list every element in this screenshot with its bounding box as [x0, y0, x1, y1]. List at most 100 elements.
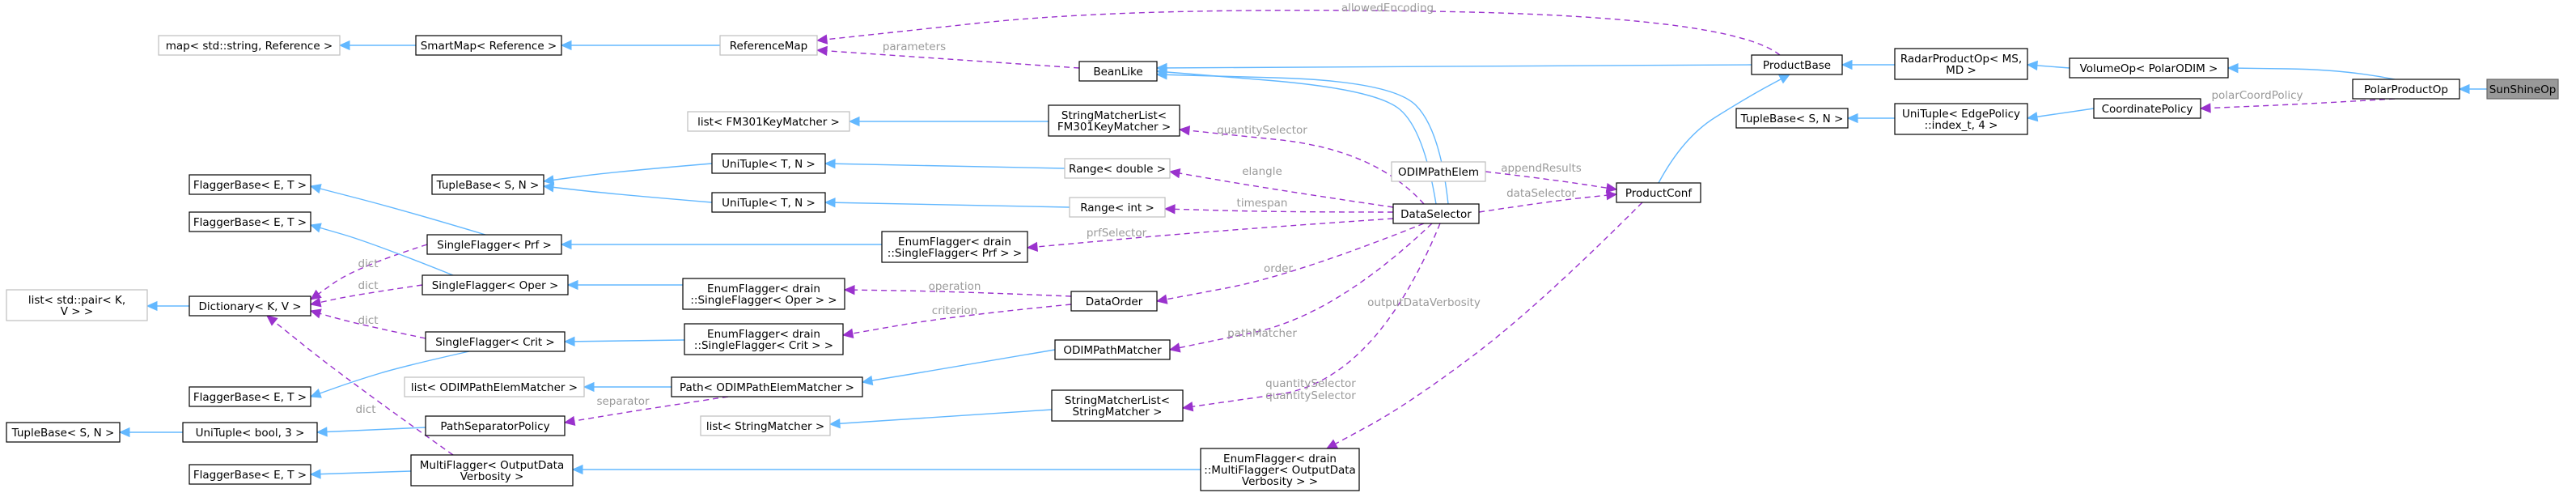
usage-edge-dataselector-to-rangeint: timespan [1163, 197, 1394, 215]
class-node-unituple-t-n[interactable]: UniTuple< T, N > [711, 153, 826, 174]
node-label: FlaggerBase< E, T > [193, 179, 307, 192]
edge-label-timespan: timespan [1237, 197, 1288, 210]
class-node-tuplebase-s-n[interactable]: TupleBase< S, N > [6, 422, 121, 443]
node-label: ::SingleFlagger< Crit > > [694, 339, 833, 352]
edge-label-separator: separator [596, 395, 650, 408]
usage-edge-dataselector-to-productconf: dataSelector [1478, 187, 1618, 213]
edge-arrowhead [338, 40, 350, 51]
class-node-polarproductop[interactable]: PolarProductOp [2352, 79, 2460, 100]
class-node-dictionary-k-v[interactable]: Dictionary< K, V > [189, 295, 311, 317]
edge-arrowhead [1846, 113, 1858, 124]
node-label: PolarProductOp [2364, 83, 2448, 96]
node-label: DataOrder [1086, 295, 1143, 308]
class-node-tuplebase-s-n[interactable]: TupleBase< S, N > [431, 174, 544, 195]
edge-line [1156, 64, 1752, 69]
node-label: ::index_t, 4 > [1925, 119, 1998, 132]
edge-arrowhead [309, 388, 322, 398]
node-label: V > > [61, 305, 93, 318]
inheritance-edge-unitupletn2-to-tuplebasesn-m [542, 182, 713, 203]
class-node-unituple-t-n[interactable]: UniTuple< T, N > [711, 192, 826, 213]
inheritance-edge-dataselector-to-beanlike [1155, 70, 1449, 205]
class-node-unituple-edgepolicy-index-t-4[interactable]: UniTuple< EdgePolicy::index_t, 4 > [1894, 103, 2028, 135]
node-label: ODIMPathElem [1398, 166, 1479, 179]
inheritance-edge-pathseppolicy-to-unituplebool [316, 427, 426, 437]
node-box [415, 35, 562, 56]
node-label: FlaggerBase< E, T > [193, 216, 307, 229]
edge-line [543, 185, 713, 203]
edge-line [310, 224, 454, 276]
edge-label-quantityselector: quantitySelector [1217, 124, 1307, 137]
class-node-volumeop-polarodim[interactable]: VolumeOp< PolarODIM > [2069, 57, 2229, 79]
node-box [700, 415, 831, 436]
class-node-list-stringmatcher: list< StringMatcher > [700, 415, 831, 436]
class-node-unituple-bool-3[interactable]: UniTuple< bool, 3 > [182, 422, 318, 443]
edge-label-quantityselector: quantitySelector [1265, 389, 1356, 402]
class-node-enumflagger-drain-singleflagger-crit[interactable]: EnumFlagger< drain::SingleFlagger< Crit … [684, 323, 844, 355]
node-box [404, 376, 585, 397]
inheritance-edge-sfprf-to-fbet1 [309, 184, 486, 236]
edge-label-allowedencoding: allowedEncoding [1341, 2, 1434, 15]
class-node-stringmatcherlist-stringmatcher[interactable]: StringMatcherList<StringMatcher > [1051, 389, 1184, 422]
class-node-singleflagger-oper[interactable]: SingleFlagger< Oper > [422, 274, 569, 295]
edge-arrowhead [816, 34, 828, 45]
edge-line [310, 470, 412, 475]
class-node-dataselector[interactable]: DataSelector [1392, 203, 1480, 224]
class-node-coordinatepolicy[interactable]: CoordinatePolicy [2093, 98, 2201, 119]
node-label: list< std::pair< K, [28, 294, 125, 307]
node-box [1616, 182, 1701, 203]
class-node-singleflagger-crit[interactable]: SingleFlagger< Crit > [425, 331, 566, 352]
class-node-pathseparatorpolicy[interactable]: PathSeparatorPolicy [425, 415, 566, 436]
class-node-enumflagger-drain-singleflagger-prf[interactable]: EnumFlagger< drain::SingleFlagger< Prf >… [881, 231, 1028, 263]
class-node-flaggerbase-e-t[interactable]: FlaggerBase< E, T > [189, 386, 311, 407]
node-box [2486, 79, 2559, 100]
class-node-flaggerbase-e-t[interactable]: FlaggerBase< E, T > [189, 174, 311, 195]
node-label: SingleFlagger< Prf > [437, 239, 552, 252]
class-node-path-odimpathelemmatcher[interactable]: Path< ODIMPathElemMatcher > [671, 376, 863, 397]
usage-edge-odimpathelem-to-productconf: appendResults [1485, 162, 1618, 193]
inheritance-edge-productbase-to-beanlike [1155, 62, 1752, 74]
class-node-beanlike[interactable]: BeanLike [1078, 61, 1158, 82]
node-box [719, 35, 818, 56]
node-label: UniTuple< T, N > [722, 158, 816, 171]
edge-line [310, 351, 470, 397]
inheritance-edge-odimpathmatcher-to-pathodimpem [861, 349, 1056, 386]
edge-line [1169, 171, 1394, 208]
class-node-smartmap-reference[interactable]: SmartMap< Reference > [415, 35, 562, 56]
class-node-tuplebase-s-n[interactable]: TupleBase< S, N > [1735, 108, 1849, 129]
node-box [1069, 197, 1166, 218]
usage-edge-pathodimpem-to-pathseppolicy: separator [563, 395, 729, 427]
node-box [182, 422, 318, 443]
node-label: TupleBase< S, N > [436, 179, 540, 192]
node-label: EnumFlagger< drain [707, 283, 820, 295]
node-box [1894, 48, 2028, 80]
class-node-enumflagger-drain-multiflagger-outputdata-verbosity[interactable]: EnumFlagger< drain::MultiFlagger< Output… [1200, 448, 1360, 491]
inheritance-edge-productconf-to-productbase [1658, 74, 1791, 184]
class-node-radarproductop-ms-md[interactable]: RadarProductOp< MS,MD > [1894, 48, 2028, 80]
edge-line [842, 304, 1072, 336]
node-box [2093, 98, 2201, 119]
inheritance-edge-efcrit-to-sfcrit [563, 336, 685, 347]
node-box [1894, 103, 2028, 135]
usage-edge-productconf-to-efoutput: outputDataVerbosity [1325, 202, 1643, 449]
class-node-flaggerbase-e-t[interactable]: FlaggerBase< E, T > [189, 211, 311, 232]
edge-arrowhead [2199, 103, 2211, 113]
node-label: Range< double > [1069, 163, 1166, 176]
inheritance-edge-unitupleedge-to-tuplebasesn-r [1846, 113, 1895, 124]
class-node-odimpathmatcher[interactable]: ODIMPathMatcher [1054, 339, 1171, 360]
class-node-stringmatcherlist-fm301keymatcher[interactable]: StringMatcherList<FM301KeyMatcher > [1048, 104, 1180, 137]
edge-arrowhead [1605, 182, 1618, 193]
class-node-singleflagger-prf[interactable]: SingleFlagger< Prf > [426, 234, 562, 255]
class-node-enumflagger-drain-singleflagger-oper[interactable]: EnumFlagger< drain::SingleFlagger< Oper … [682, 278, 845, 310]
class-node-productconf[interactable]: ProductConf [1616, 182, 1701, 203]
class-node-dataorder[interactable]: DataOrder [1070, 291, 1158, 312]
node-box [422, 274, 569, 295]
inheritance-edge-smlstr-to-liststrmatcher [828, 409, 1053, 429]
usage-edge-polarproductop-to-coordinatepolicy: polarCoordPolicy [2199, 89, 2396, 113]
class-node-flaggerbase-e-t[interactable]: FlaggerBase< E, T > [189, 464, 311, 485]
node-label: ODIMPathMatcher [1063, 344, 1162, 357]
node-box [189, 295, 311, 317]
class-node-productbase[interactable]: ProductBase [1751, 54, 1843, 75]
node-label: list< ODIMPathElemMatcher > [411, 381, 578, 394]
